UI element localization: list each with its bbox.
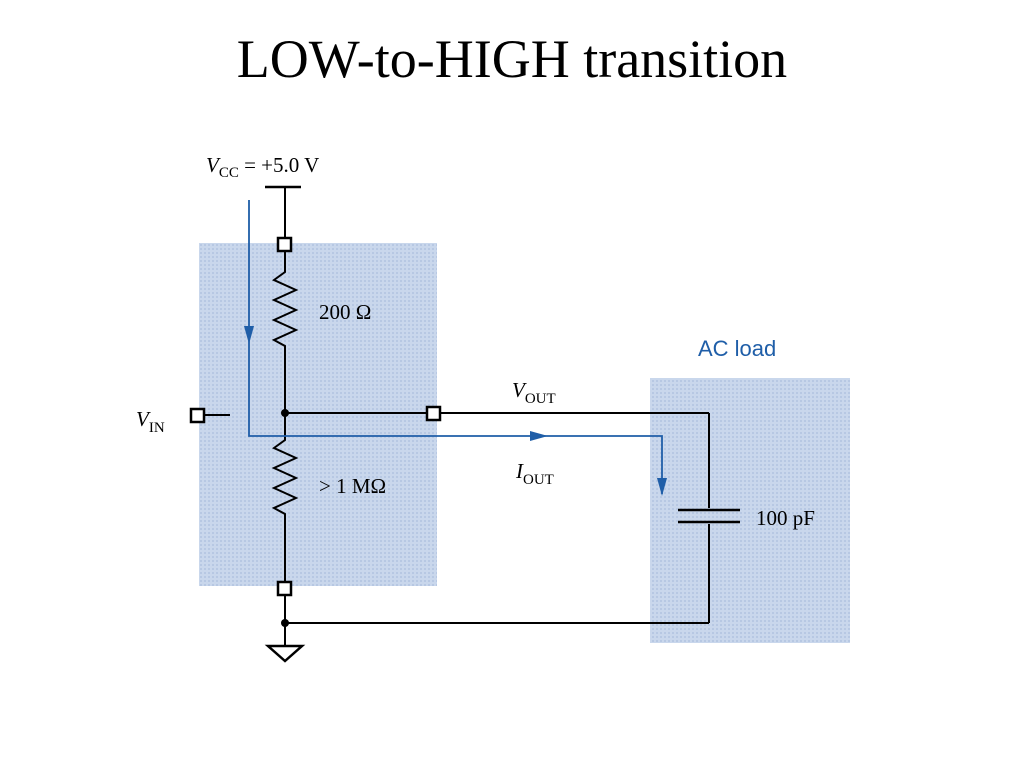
iout-label: IOUT — [515, 459, 554, 488]
current-arrow-load — [657, 478, 667, 496]
ac-load-label: AC load — [698, 336, 776, 361]
gate-output-region — [199, 243, 437, 586]
slide-title: LOW-to-HIGH transition — [236, 29, 788, 89]
vin-terminal — [189, 407, 206, 424]
vcc-terminal — [276, 236, 293, 253]
ground-symbol — [264, 644, 306, 663]
resistor-200-label: 200 Ω — [319, 300, 371, 324]
vcc-label: VCC = +5.0 V — [206, 153, 319, 181]
vout-label: VOUT — [512, 378, 556, 407]
ground-terminal — [276, 580, 293, 597]
resistor-200-ohm — [271, 251, 299, 413]
current-arrow-down — [244, 326, 254, 344]
output-terminal — [425, 405, 442, 422]
capacitor-label: 100 pF — [756, 506, 815, 530]
current-path — [248, 200, 663, 494]
resistor-1m-label: > 1 MΩ — [319, 474, 386, 498]
current-arrow-right — [530, 431, 548, 441]
resistor-1-megohm — [271, 413, 299, 582]
vin-label: VIN — [136, 407, 165, 436]
